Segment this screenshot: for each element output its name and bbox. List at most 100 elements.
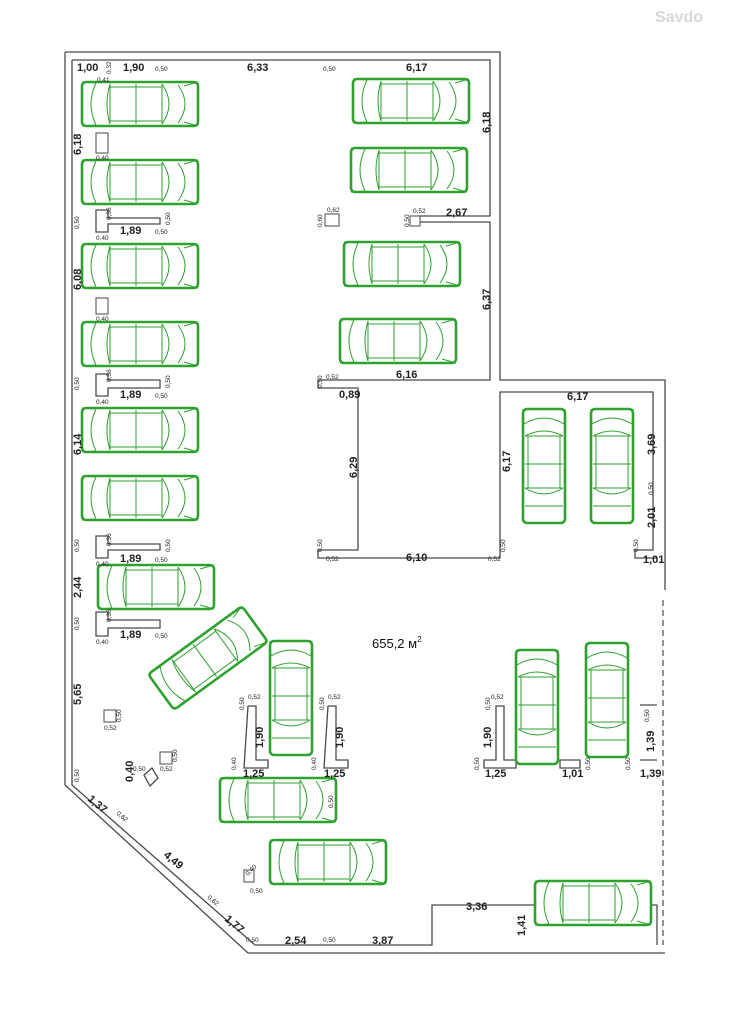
dim-90: 0,50 bbox=[74, 769, 81, 782]
dim-6: 6,33 bbox=[247, 62, 268, 74]
dim-81: 1,25 bbox=[485, 768, 506, 780]
dim-33: 1,89 bbox=[120, 389, 141, 401]
dim-40: 3,69 bbox=[646, 434, 658, 455]
dim-65: 0,50 bbox=[239, 697, 246, 710]
dim-74: 0,50 bbox=[644, 709, 651, 722]
dim-15: 0,52 bbox=[413, 208, 426, 215]
dim-54: 0,50 bbox=[633, 539, 640, 552]
dim-64: 0,52 bbox=[104, 725, 117, 732]
dim-5: 0,50 bbox=[155, 66, 168, 73]
dim-43: 0,50 bbox=[74, 539, 81, 552]
dim-26: 0,50 bbox=[317, 375, 324, 388]
dim-77: 1,25 bbox=[243, 768, 264, 780]
dim-44: 0,36 bbox=[106, 533, 113, 546]
dim-66: 0,52 bbox=[248, 694, 261, 701]
car-16 bbox=[514, 648, 560, 766]
dim-39: 6,17 bbox=[501, 451, 513, 472]
dim-104: 0,50 bbox=[328, 795, 335, 808]
dim-55: 1,01 bbox=[643, 554, 664, 566]
dim-93: 4,49 bbox=[161, 849, 185, 872]
dim-101: 2,54 bbox=[285, 935, 307, 947]
dim-21: 1,89 bbox=[120, 225, 141, 237]
dim-41: 0,50 bbox=[648, 482, 655, 495]
dim-27: 0,52 bbox=[326, 374, 339, 381]
dim-92: 0,62 bbox=[115, 810, 129, 824]
car-5 bbox=[80, 406, 200, 454]
dim-14: 0,50 bbox=[404, 214, 411, 227]
dim-18: 0,36 bbox=[106, 207, 113, 220]
dim-12: 0,60 bbox=[317, 214, 324, 227]
dim-88: 0,40 bbox=[124, 761, 136, 782]
dim-62: 5,65 bbox=[72, 684, 84, 705]
parking-cars bbox=[80, 77, 653, 927]
dim-85: 1,39 bbox=[640, 768, 661, 780]
dim-31: 0,50 bbox=[165, 375, 172, 388]
car-15 bbox=[268, 639, 314, 757]
watermark: Savdo bbox=[655, 9, 703, 26]
car-11 bbox=[342, 240, 462, 288]
dim-29: 0,50 bbox=[74, 377, 81, 390]
dim-69: 0,52 bbox=[328, 694, 341, 701]
car-1 bbox=[80, 80, 200, 128]
car-9 bbox=[351, 77, 471, 125]
dim-2: 0,32 bbox=[106, 61, 113, 74]
dim-10: 0,40 bbox=[96, 155, 109, 162]
dim-13: 0,62 bbox=[327, 207, 340, 214]
dim-23: 6,08 bbox=[72, 269, 84, 290]
dim-9: 6,18 bbox=[72, 134, 84, 155]
dim-96: 0,62 bbox=[206, 894, 220, 908]
car-4 bbox=[80, 320, 200, 368]
dim-95: 0,50 bbox=[250, 888, 263, 895]
dim-79: 1,25 bbox=[324, 768, 345, 780]
dim-7: 0,50 bbox=[323, 66, 336, 73]
dim-63: 0,50 bbox=[116, 709, 123, 722]
car-6 bbox=[80, 474, 200, 522]
dim-58: 0,36 bbox=[106, 609, 113, 622]
dim-89: 0,50 bbox=[133, 766, 146, 773]
dim-3: 0,41 bbox=[97, 77, 110, 84]
dim-82: 1,01 bbox=[562, 768, 583, 780]
dim-4: 1,90 bbox=[123, 62, 144, 74]
dim-70: 1,90 bbox=[334, 727, 346, 748]
dim-20: 0,40 bbox=[96, 235, 109, 242]
dim-36: 6,17 bbox=[567, 391, 588, 403]
dim-1: 1,00 bbox=[77, 62, 98, 74]
dim-49: 0,50 bbox=[317, 539, 324, 552]
car-10 bbox=[349, 146, 469, 194]
dim-50: 0,52 bbox=[326, 556, 339, 563]
dim-28: 6,16 bbox=[396, 369, 417, 381]
dim-71: 0,50 bbox=[485, 697, 492, 710]
dim-78: 0,40 bbox=[311, 757, 318, 770]
dim-60: 1,89 bbox=[120, 629, 141, 641]
dim-100: 0,50 bbox=[246, 937, 259, 944]
dim-32: 0,40 bbox=[96, 399, 109, 406]
dim-59: 0,40 bbox=[96, 639, 109, 646]
car-7 bbox=[96, 563, 216, 611]
columns bbox=[95, 132, 581, 883]
dim-51: 6,10 bbox=[406, 552, 427, 564]
dim-67: 1,90 bbox=[254, 727, 266, 748]
dim-35: 0,89 bbox=[339, 389, 360, 401]
dim-83: 0,50 bbox=[585, 757, 592, 770]
car-14 bbox=[589, 407, 635, 525]
dim-22: 0,50 bbox=[155, 229, 168, 236]
car-12 bbox=[338, 317, 458, 365]
car-17 bbox=[584, 641, 630, 759]
dim-86: 0,50 bbox=[172, 749, 179, 762]
dim-99: 1,41 bbox=[516, 915, 528, 936]
car-2 bbox=[80, 158, 200, 206]
dim-84: 0,50 bbox=[625, 757, 632, 770]
dim-45: 0,50 bbox=[165, 539, 172, 552]
dim-57: 0,50 bbox=[74, 617, 81, 630]
car-20 bbox=[533, 879, 653, 927]
dim-103: 3,87 bbox=[372, 935, 393, 947]
dim-91: 1,37 bbox=[85, 793, 109, 816]
dim-80: 0,50 bbox=[474, 757, 481, 770]
dim-56: 2,44 bbox=[72, 576, 84, 598]
dim-24: 0,40 bbox=[96, 316, 109, 323]
dim-87: 0,52 bbox=[160, 766, 173, 773]
dim-72: 0,52 bbox=[491, 694, 504, 701]
car-13 bbox=[521, 407, 567, 525]
dim-102: 0,50 bbox=[323, 937, 336, 944]
